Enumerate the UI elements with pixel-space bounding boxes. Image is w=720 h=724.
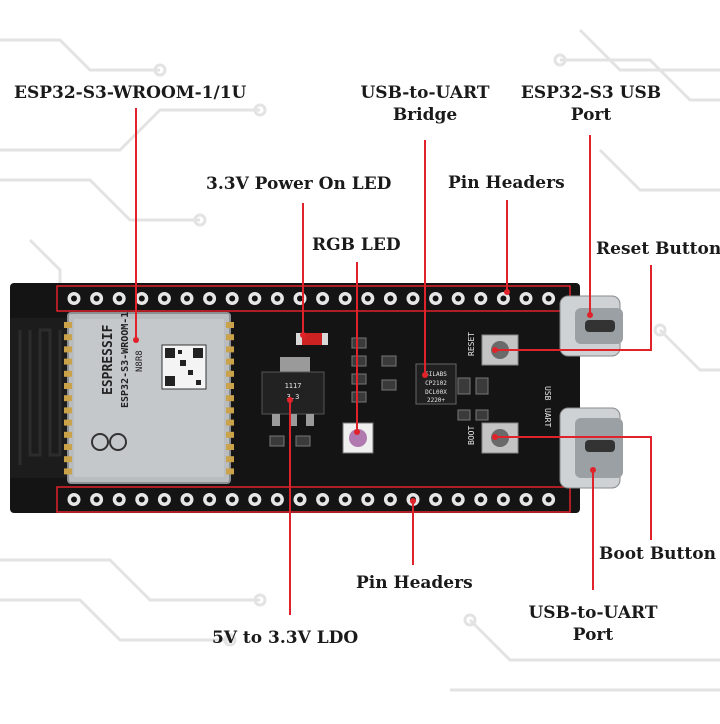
- boot-silk: BOOT: [467, 426, 476, 445]
- ldo-regulator: [261, 371, 325, 415]
- label-ldo: 5V to 3.3V LDO: [212, 628, 359, 648]
- label-boot-button: Boot Button: [599, 544, 716, 564]
- power-led: [300, 333, 324, 345]
- module-pin: [226, 383, 234, 389]
- callout-lines: [135, 108, 652, 615]
- label-pin-headers-bottom: Pin Headers: [356, 573, 473, 593]
- module-name-silk: ESP32-S3-WROOM-1: [120, 312, 131, 408]
- label-usb-uart-port-line2: Port: [572, 625, 614, 645]
- antenna-trace: [18, 328, 62, 465]
- label-pin-headers-top: Pin Headers: [448, 173, 565, 193]
- label-usb-uart-bridge: USB-to-UART Bridge: [350, 82, 500, 126]
- ldo-tab: [280, 357, 310, 373]
- usb-uart-bridge-chip: [415, 363, 457, 405]
- label-usb-uart-bridge-line1: USB-to-UART: [360, 83, 490, 103]
- bridge-chip-line4: 2220+: [427, 397, 445, 404]
- label-esp32-usb-port: ESP32-S3 USB Port: [516, 82, 666, 126]
- ldo-chip-line2: 3.3: [287, 393, 300, 401]
- module-pin: [226, 358, 234, 365]
- module-sub-silk: N8R8: [135, 350, 145, 372]
- background-traces: [0, 28, 720, 692]
- label-usb-uart-port: USB-to-UART Port: [518, 602, 668, 646]
- module-pin: [64, 383, 72, 389]
- module-pin: [64, 468, 72, 475]
- module-pin: [226, 346, 234, 353]
- callout-reset: [495, 265, 652, 351]
- module-pin: [226, 370, 234, 377]
- module-pin: [226, 444, 234, 450]
- bridge-chip-line1: SILABS: [425, 371, 447, 378]
- label-usb-uart-port-line1: USB-to-UART: [528, 603, 658, 623]
- module-pin: [64, 444, 72, 450]
- label-power-led: 3.3V Power On LED: [206, 174, 392, 194]
- pin-headers-top-holes: [67, 292, 556, 305]
- module-pin: [226, 431, 234, 438]
- module-pins: [64, 322, 234, 475]
- module-pin: [226, 456, 234, 463]
- label-esp32-usb-port-line2: Port: [570, 105, 612, 125]
- pin-headers-bottom-holes: [67, 493, 556, 506]
- usb-silk: USB: [543, 386, 552, 401]
- module-pin: [226, 334, 234, 341]
- module-pin: [64, 456, 72, 463]
- module-pin: [226, 407, 234, 414]
- header-outline-bottom: [56, 486, 571, 513]
- module-pin: [226, 419, 234, 426]
- uart-port-bottom: [559, 407, 623, 489]
- module-pin: [64, 395, 72, 402]
- callout-dots: [133, 289, 596, 504]
- label-usb-uart-bridge-line2: Bridge: [392, 105, 458, 125]
- module-pin: [64, 322, 72, 328]
- uart-silk: UART: [543, 408, 552, 427]
- module-pin: [226, 322, 234, 328]
- usb-port-top: [559, 295, 623, 357]
- module-pin: [64, 346, 72, 353]
- module-pin: [226, 395, 234, 402]
- module-brand-silk: ESPRESSIF: [101, 324, 116, 395]
- label-esp32-usb-port-line1: ESP32-S3 USB: [520, 83, 662, 103]
- label-rgb-led: RGB LED: [312, 235, 401, 255]
- module-pin: [226, 468, 234, 475]
- reset-silk: RESET: [467, 332, 476, 356]
- label-module: ESP32-S3-WROOM-1/1U: [14, 83, 247, 103]
- module-pin: [64, 370, 72, 377]
- bridge-chip-line3: DCL00X: [425, 389, 447, 396]
- module-pin: [64, 334, 72, 341]
- label-reset-button: Reset Button: [596, 239, 720, 259]
- module-pin: [64, 358, 72, 365]
- ldo-chip-line1: 1117: [285, 382, 302, 390]
- bridge-chip-line2: CP2102: [425, 380, 447, 387]
- module-pin: [64, 431, 72, 438]
- callout-boot: [495, 436, 652, 540]
- module-pin: [64, 407, 72, 414]
- module-pin: [64, 419, 72, 426]
